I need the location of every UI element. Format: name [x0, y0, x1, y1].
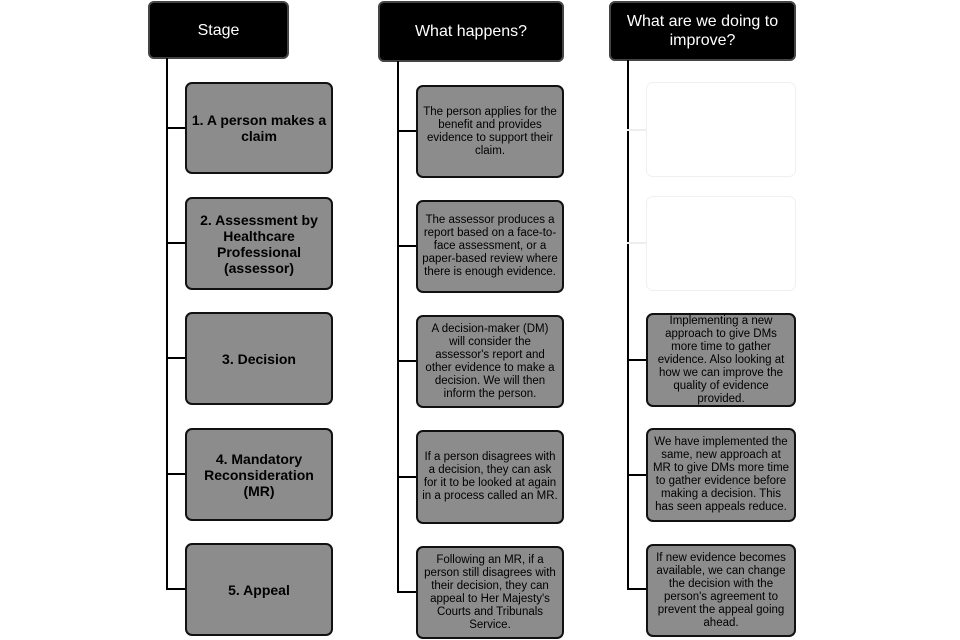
- header-stage: Stage: [148, 1, 289, 59]
- what-box-1: The person applies for the benefit and p…: [416, 85, 564, 178]
- improve-box-2-empty: [646, 196, 796, 291]
- stage-branch: [166, 357, 186, 359]
- stage-box-4: 4. Mandatory Reconsideration (MR): [185, 428, 333, 521]
- stage-connector-line: [166, 58, 168, 590]
- stage-label: 1. A person makes a claim: [191, 112, 327, 144]
- improve-box-3: Implementing a new approach to give DMs …: [646, 313, 796, 407]
- stage-box-1: 1. A person makes a claim: [185, 82, 333, 174]
- improve-box-5: If new evidence becomes available, we ca…: [646, 544, 796, 637]
- improve-text: If new evidence becomes available, we ca…: [656, 551, 786, 629]
- what-text: A decision-maker (DM) will consider the …: [425, 322, 555, 400]
- what-branch: [397, 360, 417, 362]
- what-connector-line: [397, 61, 399, 591]
- stage-branch: [166, 588, 186, 590]
- header-what-happens: What happens?: [378, 1, 564, 62]
- what-box-3: A decision-maker (DM) will consider the …: [416, 315, 564, 408]
- header-improve-label: What are we doing to improve?: [626, 13, 779, 49]
- what-box-5: Following an MR, if a person still disag…: [416, 546, 564, 639]
- what-text: The assessor produces a report based on …: [422, 214, 558, 278]
- stage-branch: [166, 242, 186, 244]
- stage-box-5: 5. Appeal: [185, 543, 333, 636]
- improve-connector-line: [627, 60, 629, 589]
- stage-label: 2. Assessment by Healthcare Professional…: [200, 211, 318, 276]
- what-box-4: If a person disagrees with a decision, t…: [416, 430, 564, 524]
- header-stage-label: Stage: [197, 21, 240, 39]
- what-text: Following an MR, if a person still disag…: [424, 553, 556, 631]
- stage-label: 3. Decision: [222, 350, 296, 367]
- improve-text: We have implemented the same, new approa…: [652, 436, 790, 513]
- header-what-happens-label: What happens?: [414, 23, 528, 40]
- stage-box-2: 2. Assessment by Healthcare Professional…: [185, 197, 333, 290]
- what-branch: [397, 591, 417, 593]
- stage-label: 4. Mandatory Reconsideration (MR): [204, 450, 314, 499]
- improve-branch: [627, 242, 647, 244]
- what-branch: [397, 476, 417, 478]
- improve-branch: [627, 129, 647, 131]
- header-improve: What are we doing to improve?: [609, 1, 796, 61]
- what-text: If a person disagrees with a decision, t…: [422, 451, 558, 502]
- improve-branch: [627, 474, 647, 476]
- what-box-2: The assessor produces a report based on …: [416, 200, 564, 293]
- stage-box-3: 3. Decision: [185, 312, 333, 405]
- what-branch: [397, 130, 417, 132]
- stage-branch: [166, 473, 186, 475]
- improve-branch: [627, 588, 647, 590]
- improve-box-4: We have implemented the same, new approa…: [646, 428, 796, 522]
- improve-branch: [627, 359, 647, 361]
- stage-label: 5. Appeal: [228, 581, 290, 598]
- improve-text: Implementing a new approach to give DMs …: [657, 314, 785, 405]
- what-text: The person applies for the benefit and p…: [423, 105, 557, 157]
- stage-branch: [166, 127, 186, 129]
- what-branch: [397, 245, 417, 247]
- improve-box-1-empty: [646, 82, 796, 177]
